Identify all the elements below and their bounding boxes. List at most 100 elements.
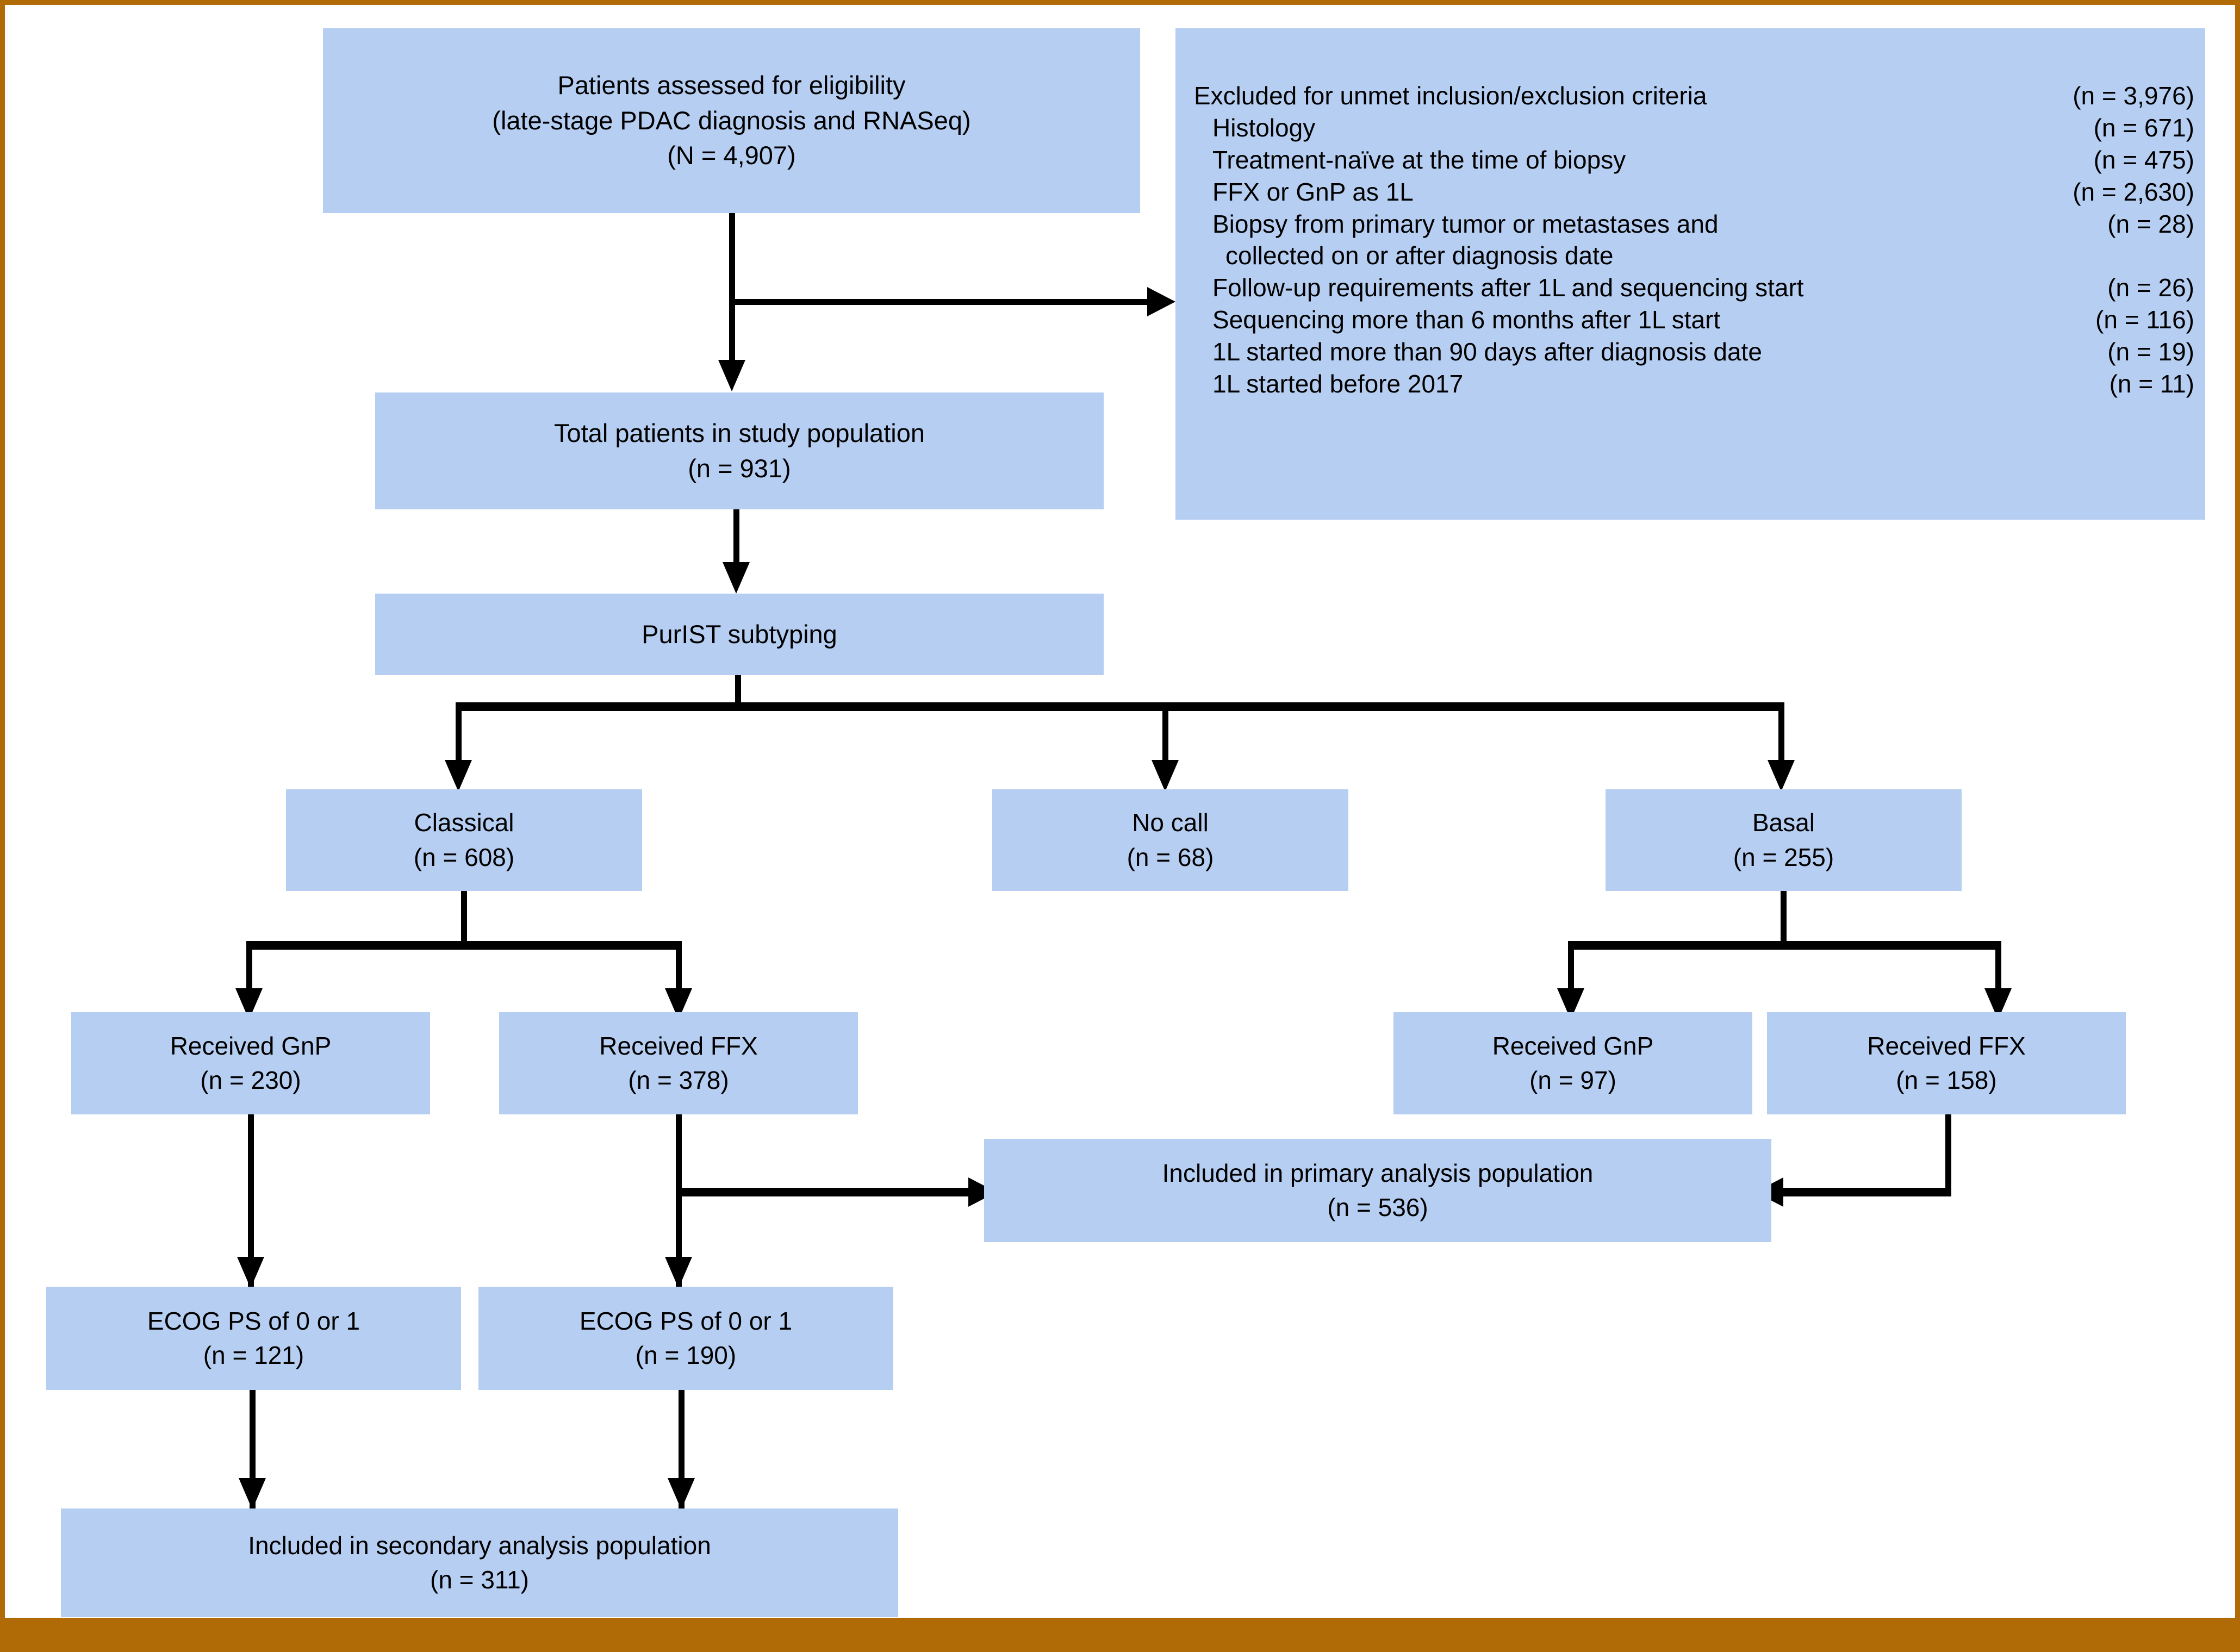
node-basal-received-gnp-line1: Received GnP xyxy=(1492,1031,1654,1060)
node-eligibility-line1: Patients assessed for eligibility xyxy=(557,70,906,99)
connector-classical-ffx-to-ecog xyxy=(676,1114,682,1288)
frame-border-left xyxy=(0,0,5,1625)
connector-to-classical-arrowhead xyxy=(445,760,472,791)
connector-ecog-ffx-to-secondary-arrowhead xyxy=(668,1478,695,1510)
exclusion-count: (n = 19) xyxy=(2107,338,2194,366)
exclusion-label: collected on or after diagnosis date xyxy=(1225,241,1614,270)
connector-classical-to-ffx xyxy=(676,941,682,1001)
node-basal-received-gnp-line2: (n = 97) xyxy=(1529,1066,1616,1094)
node-classical-received-gnp-line2: (n = 230) xyxy=(200,1066,301,1094)
exclusion-count: (n = 11) xyxy=(2109,369,2194,398)
node-classical-received-gnp: Received GnP (n = 230) xyxy=(71,1012,430,1114)
exclusion-label: Follow-up requirements after 1L and sequ… xyxy=(1212,273,1804,302)
connector-basal-ffx-to-primary-stem xyxy=(1945,1114,1951,1194)
connector-exclusion-branch xyxy=(729,299,1150,305)
connector-study-to-subtyping-arrowhead xyxy=(723,562,750,594)
node-basal-received-gnp: Received GnP (n = 97) xyxy=(1393,1012,1752,1114)
connector-eligibility-stem xyxy=(729,213,735,371)
exclusion-label: Sequencing more than 6 months after 1L s… xyxy=(1212,306,1721,334)
node-secondary-analysis-population: Included in secondary analysis populatio… xyxy=(61,1508,898,1617)
frame-border-bottom xyxy=(0,1618,2240,1652)
exclusion-row: Biopsy from primary tumor or metastases … xyxy=(1194,208,2194,240)
node-ecog-gnp: ECOG PS of 0 or 1 (n = 121) xyxy=(46,1287,461,1390)
node-primary-analysis-population: Included in primary analysis population … xyxy=(984,1139,1771,1242)
node-ecog-ffx-line2: (n = 190) xyxy=(635,1341,737,1369)
node-classical-received-ffx: Received FFX (n = 378) xyxy=(499,1012,858,1114)
connector-to-basal-arrowhead xyxy=(1768,760,1795,791)
connector-subtyping-split-bar xyxy=(456,702,1784,711)
node-basal-line2: (n = 255) xyxy=(1733,843,1834,871)
exclusion-row: Follow-up requirements after 1L and sequ… xyxy=(1194,272,2194,304)
node-classical-received-gnp-line1: Received GnP xyxy=(170,1031,332,1060)
node-purist-subtyping: PurIST subtyping xyxy=(375,594,1104,675)
connector-basal-to-gnp xyxy=(1568,941,1574,1001)
connector-study-to-subtyping xyxy=(733,509,739,581)
node-ecog-gnp-line1: ECOG PS of 0 or 1 xyxy=(147,1306,360,1335)
exclusion-row: Sequencing more than 6 months after 1L s… xyxy=(1194,304,2194,336)
exclusion-label: 1L started before 2017 xyxy=(1212,369,1464,398)
node-primary-analysis-population-line2: (n = 536) xyxy=(1327,1193,1428,1221)
node-secondary-analysis-population-line2: (n = 311) xyxy=(430,1566,529,1594)
connector-classical-stem xyxy=(461,891,467,946)
frame-border-top xyxy=(0,0,2240,5)
connector-subtyping-stem xyxy=(735,675,741,708)
exclusion-count: (n = 671) xyxy=(2093,113,2194,142)
exclusion-label: Excluded for unmet inclusion/exclusion c… xyxy=(1194,82,1707,110)
connector-basal-to-ffx xyxy=(1995,941,2001,1001)
node-secondary-analysis-population-line1: Included in secondary analysis populatio… xyxy=(248,1531,711,1560)
node-classical: Classical (n = 608) xyxy=(286,789,642,891)
frame-border-right xyxy=(2235,0,2240,1625)
connector-classical-split-bar xyxy=(246,941,682,950)
node-classical-received-ffx-line1: Received FFX xyxy=(599,1031,758,1060)
connector-eligibility-arrowhead xyxy=(718,360,745,391)
connector-basal-stem xyxy=(1781,891,1787,946)
connector-basal-split-bar xyxy=(1568,941,2001,950)
exclusion-count: (n = 3,976) xyxy=(2073,82,2194,110)
exclusion-row: collected on or after diagnosis date xyxy=(1194,240,2194,272)
exclusion-row: 1L started before 2017 (n = 11) xyxy=(1194,368,2194,400)
node-classical-line2: (n = 608) xyxy=(413,843,515,871)
connector-classical-gnp-to-ecog-arrowhead xyxy=(237,1257,264,1288)
exclusion-count: (n = 116) xyxy=(2095,306,2194,334)
connector-classical-gnp-to-ecog xyxy=(248,1114,254,1288)
node-primary-analysis-population-line1: Included in primary analysis population xyxy=(1162,1158,1594,1187)
connector-classical-ffx-to-primary xyxy=(676,1188,973,1196)
exclusion-row: Histology (n = 671) xyxy=(1194,112,2194,144)
node-no-call-line2: (n = 68) xyxy=(1127,843,1214,871)
node-study-population-line1: Total patients in study population xyxy=(554,418,925,447)
node-no-call: No call (n = 68) xyxy=(992,789,1348,891)
exclusion-row: 1L started more than 90 days after diagn… xyxy=(1194,336,2194,368)
node-no-call-line1: No call xyxy=(1132,808,1209,837)
node-ecog-ffx: ECOG PS of 0 or 1 (n = 190) xyxy=(478,1287,893,1390)
node-basal-received-ffx-line2: (n = 158) xyxy=(1896,1066,1997,1094)
connector-ecog-gnp-to-secondary-arrowhead xyxy=(239,1478,266,1510)
node-basal-received-ffx-line1: Received FFX xyxy=(1867,1031,2026,1060)
exclusion-count: (n = 475) xyxy=(2093,145,2194,174)
node-study-population-line2: (n = 931) xyxy=(688,453,791,483)
node-eligibility-line2: (late-stage PDAC diagnosis and RNASeq) xyxy=(492,105,971,135)
exclusion-label: Treatment-naïve at the time of biopsy xyxy=(1212,145,1626,174)
node-basal-line1: Basal xyxy=(1752,808,1815,837)
connector-exclusion-arrowhead xyxy=(1147,287,1175,316)
exclusion-label: FFX or GnP as 1L xyxy=(1212,177,1414,206)
connector-to-classical xyxy=(456,702,462,773)
exclusion-label: Histology xyxy=(1212,113,1316,142)
exclusion-row: Treatment-naïve at the time of biopsy (n… xyxy=(1194,144,2194,176)
exclusion-row: Excluded for unmet inclusion/exclusion c… xyxy=(1194,80,2194,112)
node-purist-subtyping-line1: PurIST subtyping xyxy=(642,619,837,649)
node-eligibility: Patients assessed for eligibility (late-… xyxy=(323,28,1140,213)
connector-to-no-call-arrowhead xyxy=(1152,760,1179,791)
exclusion-count: (n = 2,630) xyxy=(2073,177,2194,206)
exclusion-count: (n = 28) xyxy=(2107,209,2194,238)
node-ecog-gnp-line2: (n = 121) xyxy=(203,1341,304,1369)
node-classical-received-ffx-line2: (n = 378) xyxy=(628,1066,729,1094)
exclusion-row: FFX or GnP as 1L (n = 2,630) xyxy=(1194,176,2194,208)
node-study-population: Total patients in study population (n = … xyxy=(375,392,1104,509)
connector-to-basal xyxy=(1778,702,1784,773)
connector-ecog-gnp-to-secondary xyxy=(250,1390,256,1510)
connector-classical-to-gnp xyxy=(246,941,252,1001)
exclusion-label: Biopsy from primary tumor or metastases … xyxy=(1212,209,1719,238)
panel-exclusion-criteria: Excluded for unmet inclusion/exclusion c… xyxy=(1175,28,2205,520)
connector-classical-ffx-to-ecog-arrowhead xyxy=(665,1257,692,1288)
